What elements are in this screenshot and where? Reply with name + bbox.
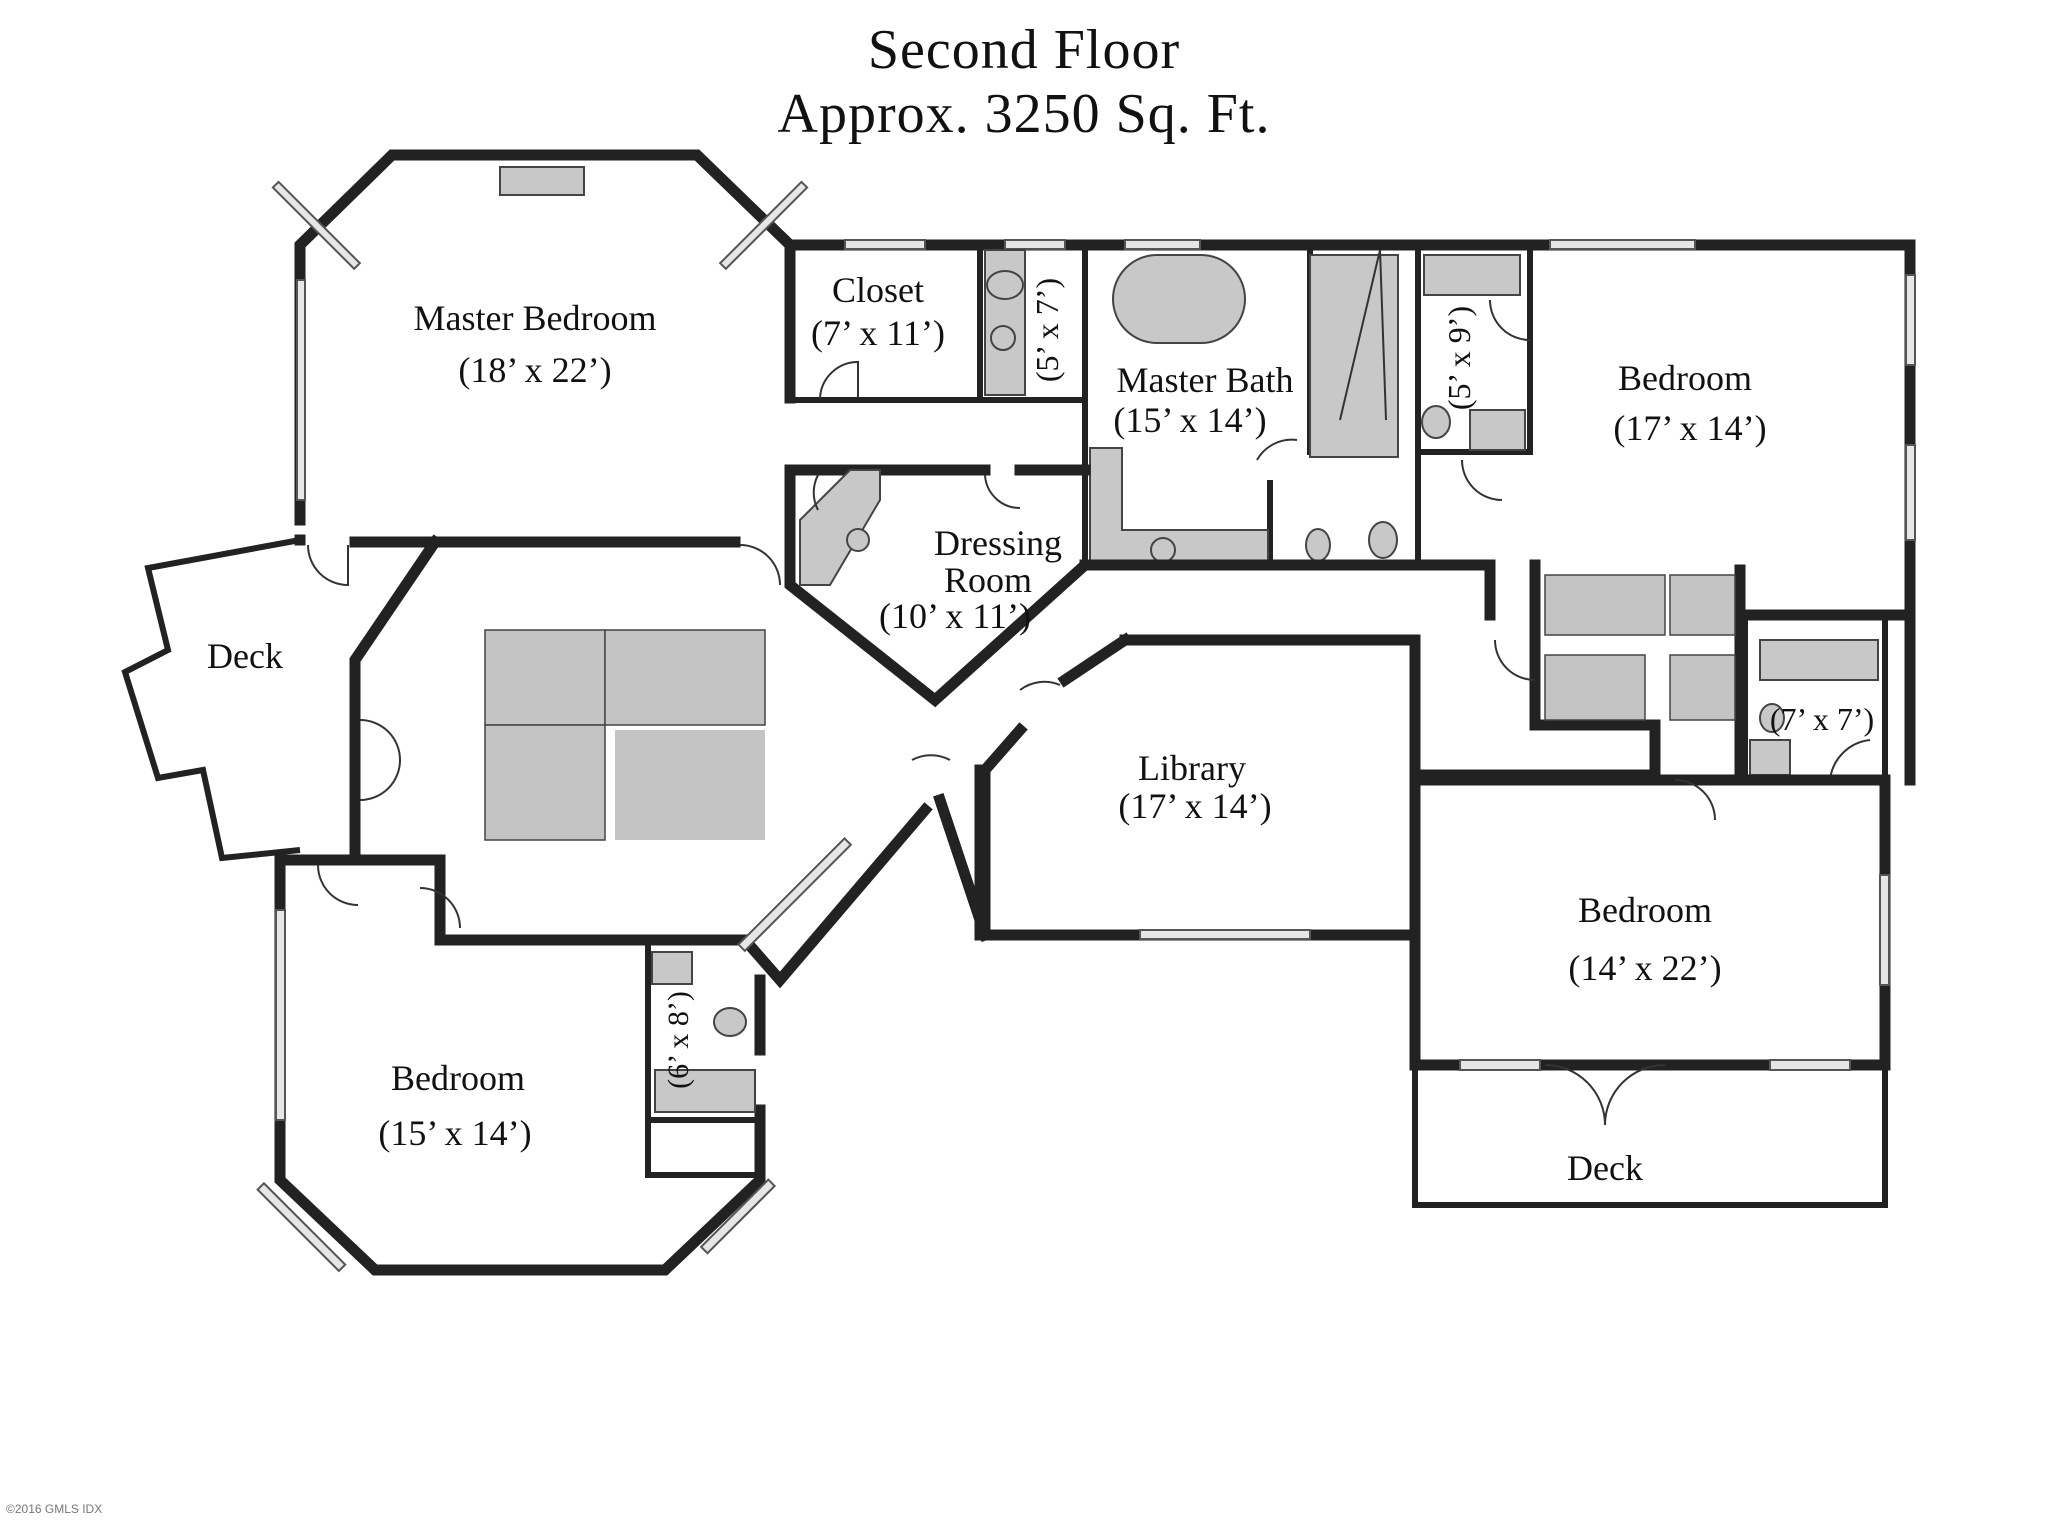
door: [1494, 639, 1536, 681]
room-dim-bedroom-ne: (17’ x 14’): [1613, 408, 1766, 448]
room-dim-bedroom-sw: (15’ x 14’): [378, 1113, 531, 1153]
room-name-library: Library: [1138, 748, 1246, 788]
window: [718, 180, 809, 271]
room-dim-master-bedroom: (18’ x 22’): [458, 350, 611, 390]
room-name-master-bath: Master Bath: [1117, 360, 1294, 400]
sink-icon: [990, 325, 1016, 351]
room-name-dressing-1: Dressing: [934, 523, 1062, 563]
room-name-master-bedroom: Master Bedroom: [414, 298, 657, 338]
room-dim-bath-6x8: (6’ x 8’): [662, 991, 695, 1089]
sink-icon: [1150, 537, 1176, 563]
wall-hallway: [1057, 559, 1496, 688]
door: [819, 360, 859, 399]
door: [359, 719, 401, 801]
stair: [1544, 654, 1646, 721]
toilet-icon: [1759, 703, 1785, 733]
window: [1459, 1059, 1541, 1071]
sink-icon: [1749, 739, 1791, 776]
dressing-counter: [799, 469, 881, 586]
window: [699, 1178, 777, 1255]
shower-icon: [1309, 254, 1399, 458]
room-name-bedroom-se: Bedroom: [1578, 890, 1712, 930]
door: [1256, 438, 1298, 461]
deck-south-label: Deck: [1567, 1148, 1643, 1188]
copyright-text: ©2016 GMLS IDX: [6, 1502, 103, 1516]
stair: [604, 629, 766, 726]
door: [1339, 249, 1387, 421]
wall-master-south: [294, 534, 741, 548]
sink-icon: [846, 528, 870, 552]
vanity: [1089, 447, 1269, 566]
room-dim-bath-7x7: (7’ x 7’): [1770, 701, 1874, 737]
stair: [1669, 574, 1736, 636]
window: [1004, 239, 1066, 250]
window: [737, 837, 853, 953]
bathtub-icon: [1112, 254, 1246, 344]
bathtub-icon: [1759, 639, 1879, 681]
room-name-closet: Closet: [832, 270, 924, 310]
door: [317, 864, 461, 929]
window: [275, 909, 286, 1121]
stair: [484, 724, 606, 841]
floor-title: Second Floor: [867, 19, 1181, 81]
toilet-icon: [1421, 405, 1451, 439]
toilet-icon: [986, 270, 1024, 300]
room-dim-library: (17’ x 14’): [1118, 786, 1271, 826]
toilet-icon: [1368, 521, 1398, 559]
room-name-bedroom-ne: Bedroom: [1618, 358, 1752, 398]
stair: [484, 629, 606, 726]
deck-west-label: Deck: [207, 636, 283, 676]
room-name-bedroom-sw: Bedroom: [391, 1058, 525, 1098]
toilet-icon: [713, 1007, 747, 1037]
room-dim-master-bath: (15’ x 14’): [1113, 400, 1266, 440]
stair: [1669, 654, 1736, 721]
door: [1461, 299, 1531, 501]
wall-bath-5x9: [1415, 245, 1533, 565]
room-dim-dressing: (10’ x 11’): [879, 596, 1031, 636]
door: [1019, 680, 1061, 691]
bathtub-icon: [1423, 254, 1521, 296]
window: [296, 279, 306, 501]
sink-icon: [1469, 409, 1526, 451]
window: [1905, 444, 1916, 541]
floor-area: Approx. 3250 Sq. Ft.: [777, 83, 1271, 145]
wall-deck-west: [121, 537, 301, 862]
wall-deck-south: [1412, 1065, 1888, 1208]
door: [1544, 1064, 1666, 1126]
stair: [1544, 574, 1666, 636]
window: [256, 1181, 347, 1273]
door: [1674, 779, 1716, 821]
door: [739, 544, 781, 586]
bathtub-icon: [654, 1069, 756, 1113]
door: [812, 474, 1021, 511]
door: [911, 754, 951, 761]
window: [1769, 1059, 1851, 1071]
window: [1905, 274, 1916, 366]
window: [1549, 239, 1696, 250]
room-dim-wc: (5’ x 7’): [1029, 278, 1065, 382]
room-name-dressing-2: Room: [944, 560, 1032, 600]
room-dim-bedroom-se: (14’ x 22’): [1568, 948, 1721, 988]
wall-bath-6x8: [645, 945, 760, 1178]
room-dim-closet: (7’ x 11’): [811, 313, 945, 353]
door: [1829, 739, 1871, 781]
window: [271, 180, 362, 271]
window: [1139, 929, 1311, 940]
wall-library-diag: [933, 793, 992, 942]
door: [307, 544, 349, 587]
toilet-icon: [1305, 528, 1331, 562]
window: [1124, 239, 1201, 250]
room-dim-bath-5x9: (5’ x 9’): [1441, 306, 1477, 410]
window: [1879, 874, 1890, 986]
fireplace-icon: [499, 166, 585, 196]
wall-dressing-room: [784, 464, 1093, 708]
wall-bedroom-sw: [274, 854, 766, 1276]
sink-icon: [651, 951, 693, 985]
wall-central-hall: [349, 534, 933, 989]
stair-landing: [615, 730, 765, 840]
wall-closet: [787, 245, 1088, 403]
window: [844, 239, 926, 250]
